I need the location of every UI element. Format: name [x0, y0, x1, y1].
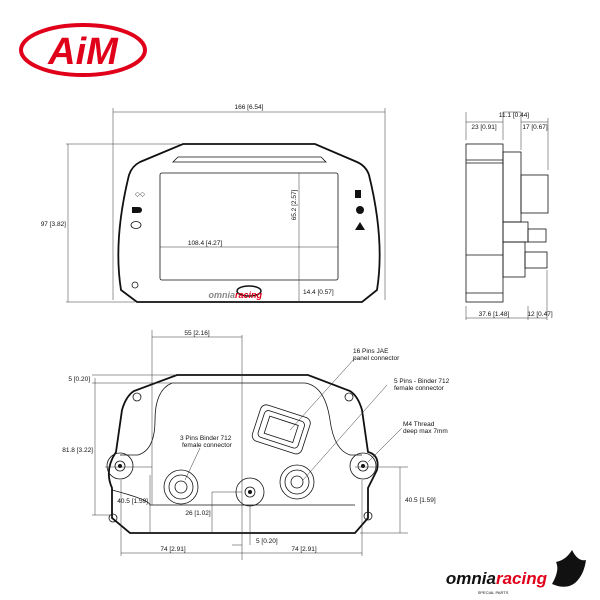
dim-screen-height: 65.2 [2.57] [291, 189, 298, 220]
dim-74-left: 74 [2.91] [160, 546, 185, 553]
callout-3pin-line1: 3 Pins Binder 712 [180, 435, 232, 442]
warning-icon [355, 222, 365, 230]
connector-jae [251, 404, 311, 455]
dim-81: 81.8 [3.22] [62, 447, 93, 454]
callout-m4-line1: M4 Thread [403, 421, 435, 428]
side-step-mid [502, 221, 529, 243]
mount-ear-left [106, 452, 134, 480]
callout-3pin-line2: female connector [182, 442, 233, 449]
oil-icon [130, 221, 142, 229]
watermark-b: racing [235, 290, 263, 300]
dim-screen-width: 108.4 [4.27] [188, 240, 223, 247]
connector-5pin [279, 464, 315, 500]
connector-3pin [163, 469, 199, 505]
omniaracing-logo: omniaracing SPECIAL PARTS [446, 550, 586, 595]
callout-jae-line2: panel connector [353, 355, 400, 362]
dim-side-bottom-left: 37.6 [1.48] [479, 311, 510, 318]
logo-tagline: SPECIAL PARTS [478, 590, 509, 595]
aim-logo: AiM [19, 23, 147, 77]
shift-light-bar [172, 156, 327, 163]
logo-text-b: racing [496, 569, 548, 588]
side-step [502, 151, 522, 223]
dim-side-top-mid: 11.1 [0.44] [499, 112, 529, 119]
back-outline [107, 374, 379, 534]
side-body [465, 143, 504, 303]
dim-width: 166 [6.54] [235, 104, 264, 111]
watermark: omniaracing [208, 290, 262, 300]
dim-40-right: 40.5 [1.59] [405, 497, 436, 504]
aim-logo-text: AiM [47, 31, 119, 73]
dim-side-top-right: 17 [0.67] [522, 124, 547, 131]
callout-m4-line2: deep max 7mm [403, 428, 448, 435]
omniaracing-logo-text: omniaracing [446, 569, 548, 588]
side-connector-top [520, 174, 549, 214]
front-view: ◇◇ omniaracing 166 [6.54] 97 [3.82] 65.2… [41, 104, 386, 303]
dim-5-top: 5 [0.20] [68, 376, 90, 383]
aim-badge [236, 285, 262, 297]
callout-5pin-line1: 5 Pins - Binder 712 [394, 378, 450, 385]
dim-bottom: 14.4 [0.57] [303, 289, 334, 296]
callout-jae-line1: 16 Pins JAE [353, 348, 389, 355]
callout-5pin-line2: female connector [394, 385, 445, 392]
back-view: 55 [2.16] 5 [0.20] 81.8 [3.22] 40.5 [1.5… [62, 330, 450, 560]
fuel-icon [355, 190, 361, 198]
brake-icon [356, 206, 364, 214]
dim-side-bottom-right: 12 [0.47] [527, 311, 552, 318]
side-view: 11.1 [0.44] 23 [0.91] 17 [0.67] 37.6 [1.… [465, 111, 553, 320]
griffin-icon [552, 550, 586, 587]
dim-5-bottom: 5 [0.20] [256, 538, 278, 545]
watermark-a: omnia [208, 290, 235, 300]
side-knob [524, 251, 548, 269]
headlight-icon [132, 207, 138, 213]
mount-ear-right [349, 452, 377, 480]
dim-side-top-left: 23 [0.91] [471, 124, 496, 131]
dim-26: 26 [1.02] [185, 510, 210, 517]
dim-74-right: 74 [2.91] [291, 546, 316, 553]
dim-40-left: 40.5 [1.59] [117, 498, 148, 505]
dim-height: 97 [3.82] [41, 221, 66, 228]
front-outline [117, 143, 381, 303]
light-sensor [131, 281, 139, 289]
logo-text-a: omnia [446, 569, 496, 588]
display-screen [159, 172, 339, 281]
dim-55: 55 [2.16] [184, 330, 209, 337]
led-icon: ◇◇ [135, 191, 146, 198]
